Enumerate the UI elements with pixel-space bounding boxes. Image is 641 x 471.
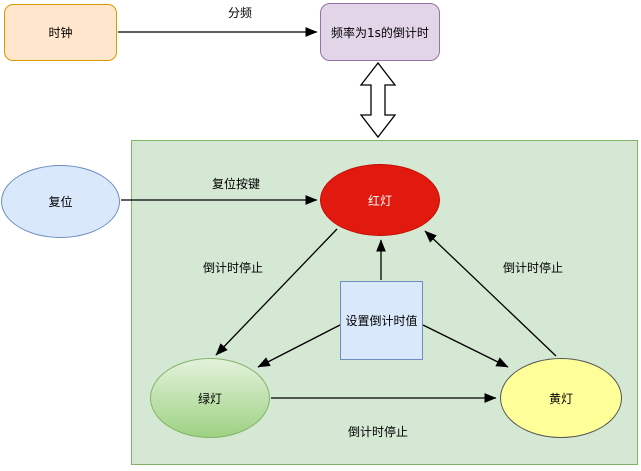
reset-label: 复位	[48, 195, 73, 209]
edge-countdown-container-double-arrow	[359, 61, 397, 139]
green-light-label: 绿灯	[197, 391, 222, 406]
edge-label-countdown-stop-left: 倒计时停止	[202, 261, 264, 275]
red-light-label: 红灯	[367, 193, 392, 208]
edge-label-divide-frequency: 分频	[227, 6, 253, 20]
reset-node[interactable]: 复位	[1, 165, 120, 238]
yellow-light-node[interactable]: 黄灯	[500, 358, 622, 438]
clock-label: 时钟	[48, 26, 73, 40]
red-light-node[interactable]: 红灯	[320, 164, 440, 236]
countdown-label: 频率为1s的倒计时	[331, 25, 429, 40]
yellow-light-label: 黄灯	[548, 391, 573, 406]
set-countdown-label: 设置倒计时值	[345, 314, 418, 328]
set-countdown-node[interactable]: 设置倒计时值	[340, 281, 423, 360]
green-light-node[interactable]: 绿灯	[150, 358, 270, 438]
edge-label-countdown-stop-bottom: 倒计时停止	[347, 425, 409, 439]
clock-node[interactable]: 时钟	[4, 4, 117, 61]
countdown-node[interactable]: 频率为1s的倒计时	[320, 3, 440, 61]
edge-label-countdown-stop-right: 倒计时停止	[502, 261, 564, 275]
edge-label-reset-button: 复位按键	[211, 177, 261, 191]
